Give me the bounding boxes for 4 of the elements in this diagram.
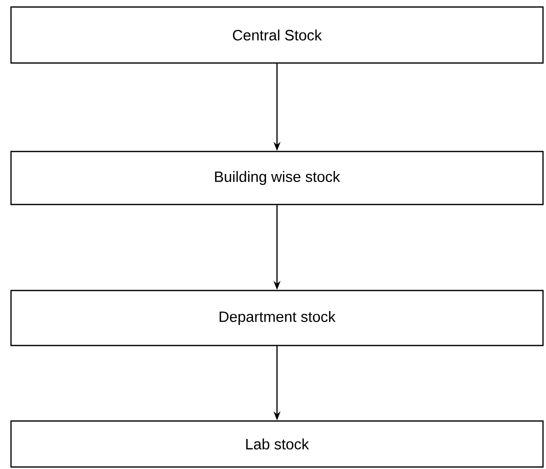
process-box: Building wise stock	[10, 150, 544, 206]
process-box: Central Stock	[10, 6, 544, 64]
process-box: Department stock	[10, 290, 544, 346]
process-box: Lab stock	[10, 420, 544, 468]
